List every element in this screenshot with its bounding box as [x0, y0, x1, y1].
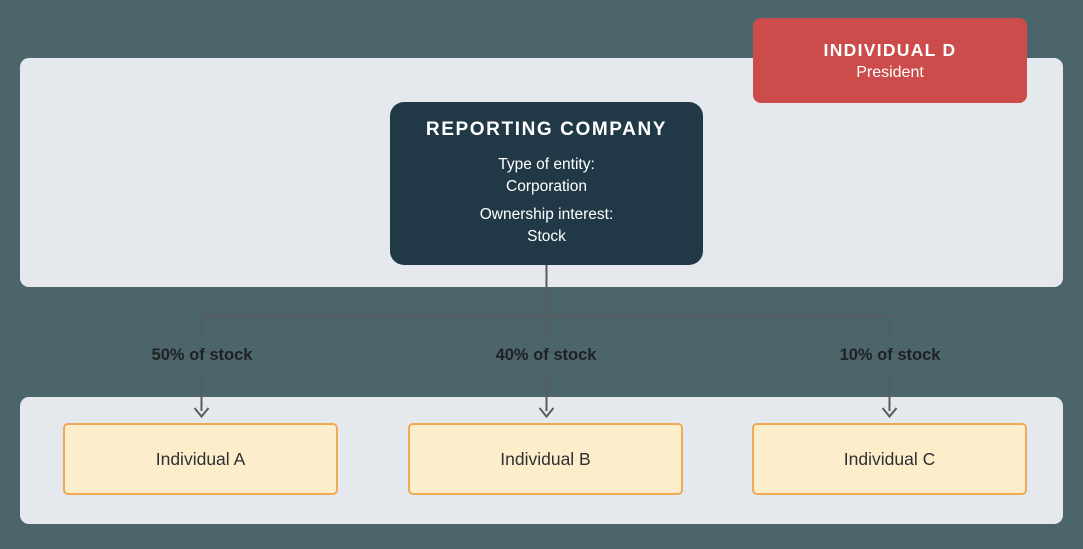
individual-a-node: Individual A [63, 423, 338, 495]
individual-c-node: Individual C [752, 423, 1027, 495]
individual-d-title: INDIVIDUAL D [823, 39, 957, 60]
entity-type-value: Corporation [506, 178, 587, 195]
arrowhead-right-icon [881, 407, 898, 419]
arrowhead-left-icon [193, 407, 210, 419]
reporting-company-ownership-field: Ownership interest: Stock [480, 204, 614, 248]
individual-c-label: Individual C [843, 448, 936, 469]
share-label-individual-c: 10% of stock [830, 338, 950, 373]
share-label-individual-a: 50% of stock [142, 338, 262, 373]
reporting-company-node: REPORTING COMPANY Type of entity: Corpor… [390, 102, 703, 265]
arrowhead-center-icon [538, 407, 555, 419]
ownership-interest-value: Stock [527, 228, 566, 245]
individual-d-subtitle: President [856, 63, 924, 81]
individual-b-node: Individual B [408, 423, 683, 495]
individual-b-label: Individual B [500, 448, 591, 469]
individual-a-label: Individual A [155, 448, 246, 469]
ownership-interest-label: Ownership interest: [479, 206, 614, 223]
reporting-company-entity-field: Type of entity: Corporation [498, 154, 595, 198]
individual-d-node: INDIVIDUAL D President [753, 18, 1027, 103]
reporting-company-title: REPORTING COMPANY [425, 119, 668, 140]
share-label-individual-b: 40% of stock [486, 338, 606, 373]
entity-type-label: Type of entity: [498, 156, 595, 173]
